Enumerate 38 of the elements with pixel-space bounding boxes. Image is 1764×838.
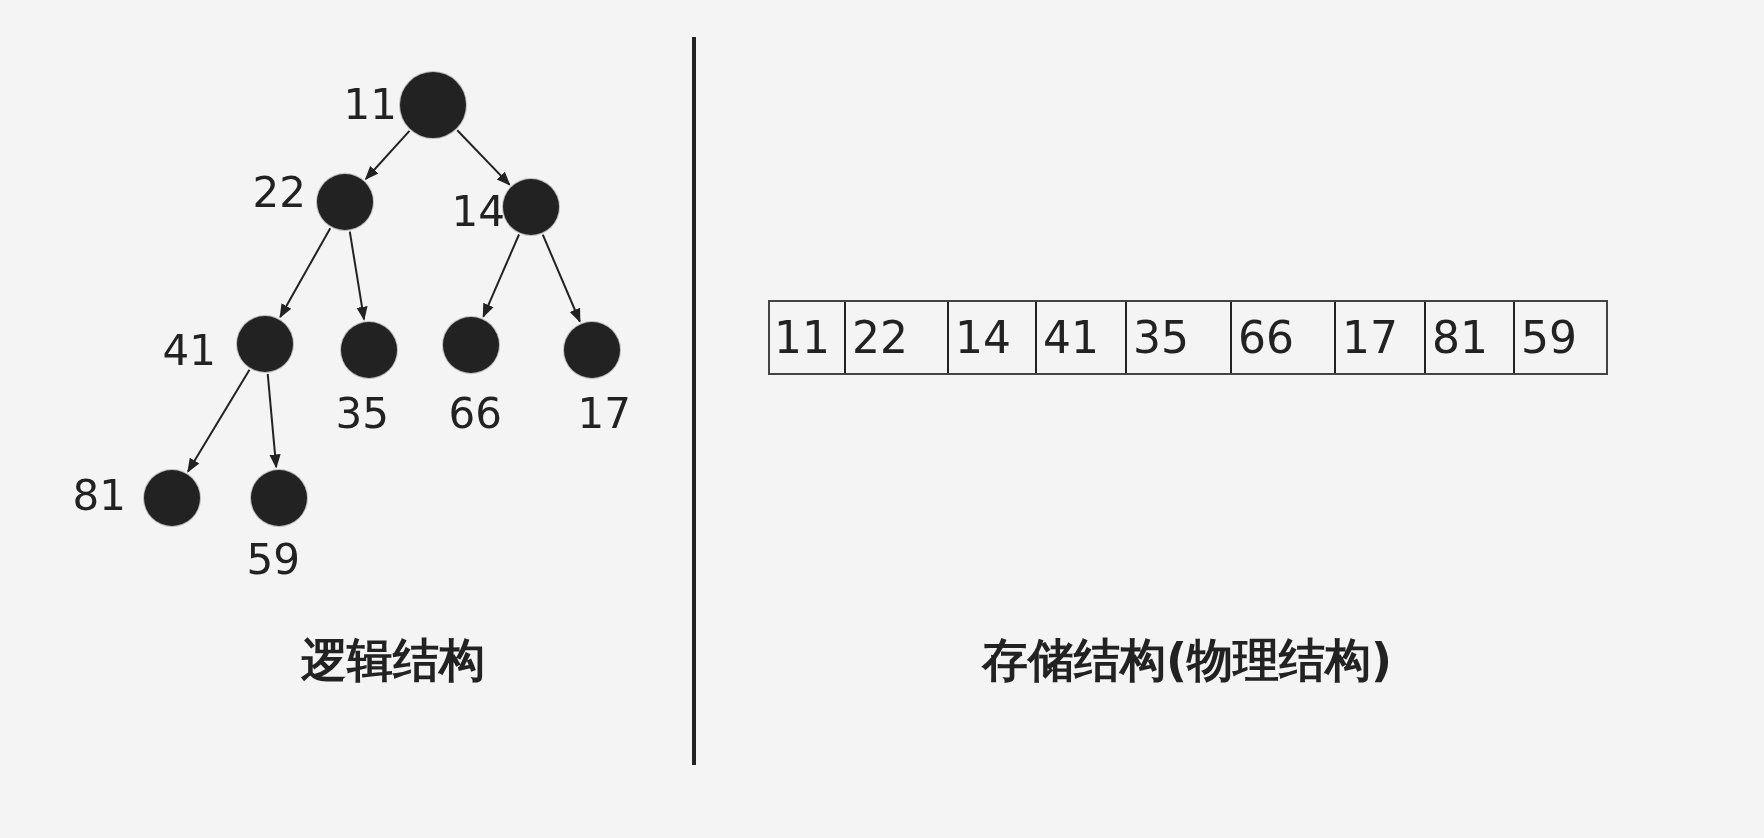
array-cell: 41 [1035, 302, 1125, 373]
node-value: 11 [343, 81, 397, 129]
arrow [279, 227, 332, 319]
node-value: 81 [72, 472, 126, 520]
array-cell: 17 [1334, 302, 1424, 373]
tree-node-circle [144, 470, 200, 526]
array-cell: 81 [1424, 302, 1513, 373]
node-value: 22 [252, 169, 306, 217]
node-value: 35 [335, 390, 389, 438]
tree-node-circle [341, 322, 397, 378]
node-value: 17 [577, 390, 631, 438]
tree-node-circle [237, 316, 293, 372]
arrow [364, 129, 411, 181]
tree-node-circle [400, 72, 466, 138]
tree-node-circle [503, 179, 559, 235]
node-value: 66 [448, 390, 502, 438]
array-cell: 59 [1513, 302, 1608, 373]
tree-node-circle [443, 317, 499, 373]
arrow [456, 129, 511, 186]
arrow [482, 233, 521, 318]
array-cell: 11 [768, 302, 844, 373]
node-value: 41 [162, 327, 216, 375]
caption: 逻辑结构 [301, 632, 485, 688]
arrow [266, 372, 281, 469]
caption: 存储结构(物理结构) [982, 632, 1392, 688]
array-cell: 14 [947, 302, 1035, 373]
tree-node-circle [251, 470, 307, 526]
arrow [541, 233, 581, 323]
tree-node-circle [564, 322, 620, 378]
array-cell: 66 [1230, 302, 1334, 373]
arrow [187, 368, 251, 473]
node-value: 14 [451, 188, 505, 236]
array-box [768, 300, 1608, 375]
arrow [348, 230, 368, 321]
array-cell: 35 [1125, 302, 1230, 373]
array-cell: 22 [844, 302, 947, 373]
node-value: 59 [246, 536, 300, 584]
tree-node-circle [317, 174, 373, 230]
